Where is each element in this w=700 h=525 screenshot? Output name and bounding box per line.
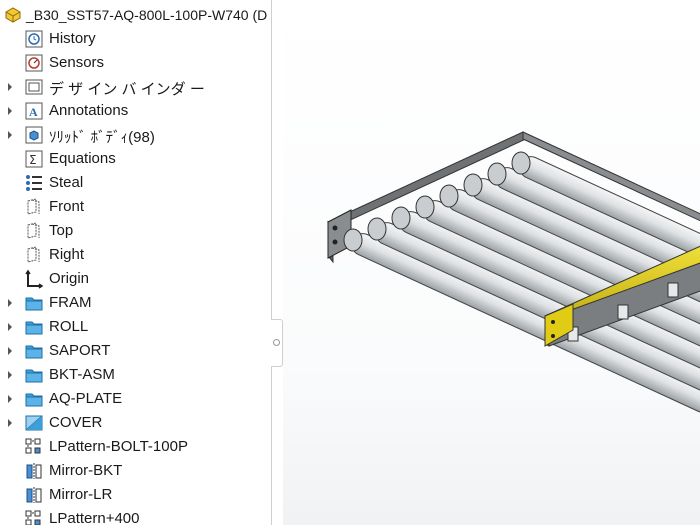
tree-item-label: BKT-ASM	[49, 366, 115, 383]
mirror-icon	[24, 485, 44, 505]
tree-item-top[interactable]: Top	[0, 219, 270, 243]
bolt	[332, 225, 338, 231]
tree-item-label: Equations	[49, 150, 116, 167]
expand-arrow-icon[interactable]	[6, 315, 14, 339]
tree-item-label: AQ-PLATE	[49, 390, 123, 407]
tree-item-label: Right	[49, 246, 85, 263]
origin-icon	[24, 269, 44, 289]
expand-arrow-icon[interactable]	[6, 411, 14, 435]
history-icon	[24, 29, 44, 49]
tree-root-part[interactable]: _B30_SST57-AQ-800L-100P-W740 (D	[4, 4, 267, 26]
tree-item-roll[interactable]: ROLL	[0, 315, 270, 339]
bracket	[667, 282, 679, 298]
tree-item-label: Mirror-LR	[49, 486, 113, 503]
folder-cover-icon	[24, 413, 44, 433]
expand-arrow-icon[interactable]	[6, 75, 14, 99]
linear-pattern-icon	[24, 437, 44, 457]
tree-item-label: ROLL	[49, 318, 89, 335]
splitter-handle[interactable]	[273, 339, 280, 346]
tree-item-steal[interactable]: Steal	[0, 171, 270, 195]
annotations-icon: A	[24, 101, 44, 121]
plane-icon	[24, 197, 44, 217]
tree-item-mirror-bkt[interactable]: Mirror-BKT	[0, 459, 270, 483]
tree-item-label: デ ザ イン バ インダ ー	[49, 81, 205, 98]
tree-item-annotations[interactable]: A Annotations	[0, 99, 270, 123]
expand-arrow-icon[interactable]	[6, 363, 14, 387]
tree-item-label: FRAM	[49, 294, 92, 311]
tree-item-saport[interactable]: SAPORT	[0, 339, 270, 363]
far-frame-rail	[522, 131, 700, 222]
tree-item-label: Front	[49, 198, 85, 215]
part-icon	[5, 7, 21, 23]
plane-icon	[24, 245, 44, 265]
bolt	[551, 334, 555, 338]
folder-icon	[24, 365, 44, 385]
tree-item-fram[interactable]: FRAM	[0, 291, 270, 315]
tree-item-mirror-lr[interactable]: Mirror-LR	[0, 483, 270, 507]
tree-item-sensors[interactable]: Sensors	[0, 51, 270, 75]
expand-arrow-icon[interactable]	[6, 291, 14, 315]
tree-item-98[interactable]: ｿﾘｯﾄﾞ ﾎﾞﾃﾞｨ(98)	[0, 123, 270, 147]
folder-icon	[24, 341, 44, 361]
tree-item-label: COVER	[49, 414, 103, 431]
mirror-icon	[24, 461, 44, 481]
tree-item-label: Mirror-BKT	[49, 462, 123, 479]
svg-text:Σ: Σ	[29, 153, 37, 167]
tree-item-label: History	[49, 30, 96, 47]
folder-icon	[24, 317, 44, 337]
tree-item-lpattern-400[interactable]: LPattern+400	[0, 507, 270, 525]
tree-item-label: SAPORT	[49, 342, 111, 359]
tree-item-origin[interactable]: Origin	[0, 267, 270, 291]
tree-item-aq-plate[interactable]: AQ-PLATE	[0, 387, 270, 411]
panel-splitter[interactable]	[271, 319, 283, 367]
linear-pattern-icon	[24, 509, 44, 525]
design-binder-icon	[24, 77, 44, 97]
tree-item-history[interactable]: History	[0, 27, 270, 51]
tree-item-label: Annotations	[49, 102, 129, 119]
tree-item-label: Top	[49, 222, 74, 239]
bolt	[551, 320, 555, 324]
expand-arrow-icon[interactable]	[6, 339, 14, 363]
expand-arrow-icon[interactable]	[6, 387, 14, 411]
tree-item-label: LPattern-BOLT-100P	[49, 438, 188, 455]
tree-item-label: LPattern+400	[49, 510, 140, 525]
equations-icon: Σ	[24, 149, 44, 169]
graphics-viewport[interactable]	[283, 0, 700, 525]
folder-icon	[24, 389, 44, 409]
tree-item-cover[interactable]: COVER	[0, 411, 270, 435]
tree-item-label: Sensors	[49, 54, 105, 71]
tree-item-label: Steal	[49, 174, 84, 191]
bolt	[332, 239, 338, 245]
svg-text:A: A	[29, 105, 38, 119]
tree-item-[interactable]: デ ザ イン バ インダ ー	[0, 75, 270, 99]
expand-arrow-icon[interactable]	[6, 123, 14, 147]
tree-item-label: ｿﾘｯﾄﾞ ﾎﾞﾃﾞｨ(98)	[49, 129, 155, 146]
tree-root-label: _B30_SST57-AQ-800L-100P-W740 (D	[26, 7, 268, 23]
tree-item-front[interactable]: Front	[0, 195, 270, 219]
expand-arrow-icon[interactable]	[6, 99, 14, 123]
folder-icon	[24, 293, 44, 313]
tree-item-right[interactable]: Right	[0, 243, 270, 267]
bracket	[617, 304, 629, 320]
plane-icon	[24, 221, 44, 241]
material-icon	[24, 173, 44, 193]
solid-bodies-icon	[24, 125, 44, 145]
sensors-icon	[24, 53, 44, 73]
tree-item-equations[interactable]: Σ Equations	[0, 147, 270, 171]
tree-item-bkt-asm[interactable]: BKT-ASM	[0, 363, 270, 387]
conveyor-model	[327, 131, 700, 413]
tree-item-label: Origin	[49, 270, 90, 287]
tree-item-lpattern-bolt-100p[interactable]: LPattern-BOLT-100P	[0, 435, 270, 459]
